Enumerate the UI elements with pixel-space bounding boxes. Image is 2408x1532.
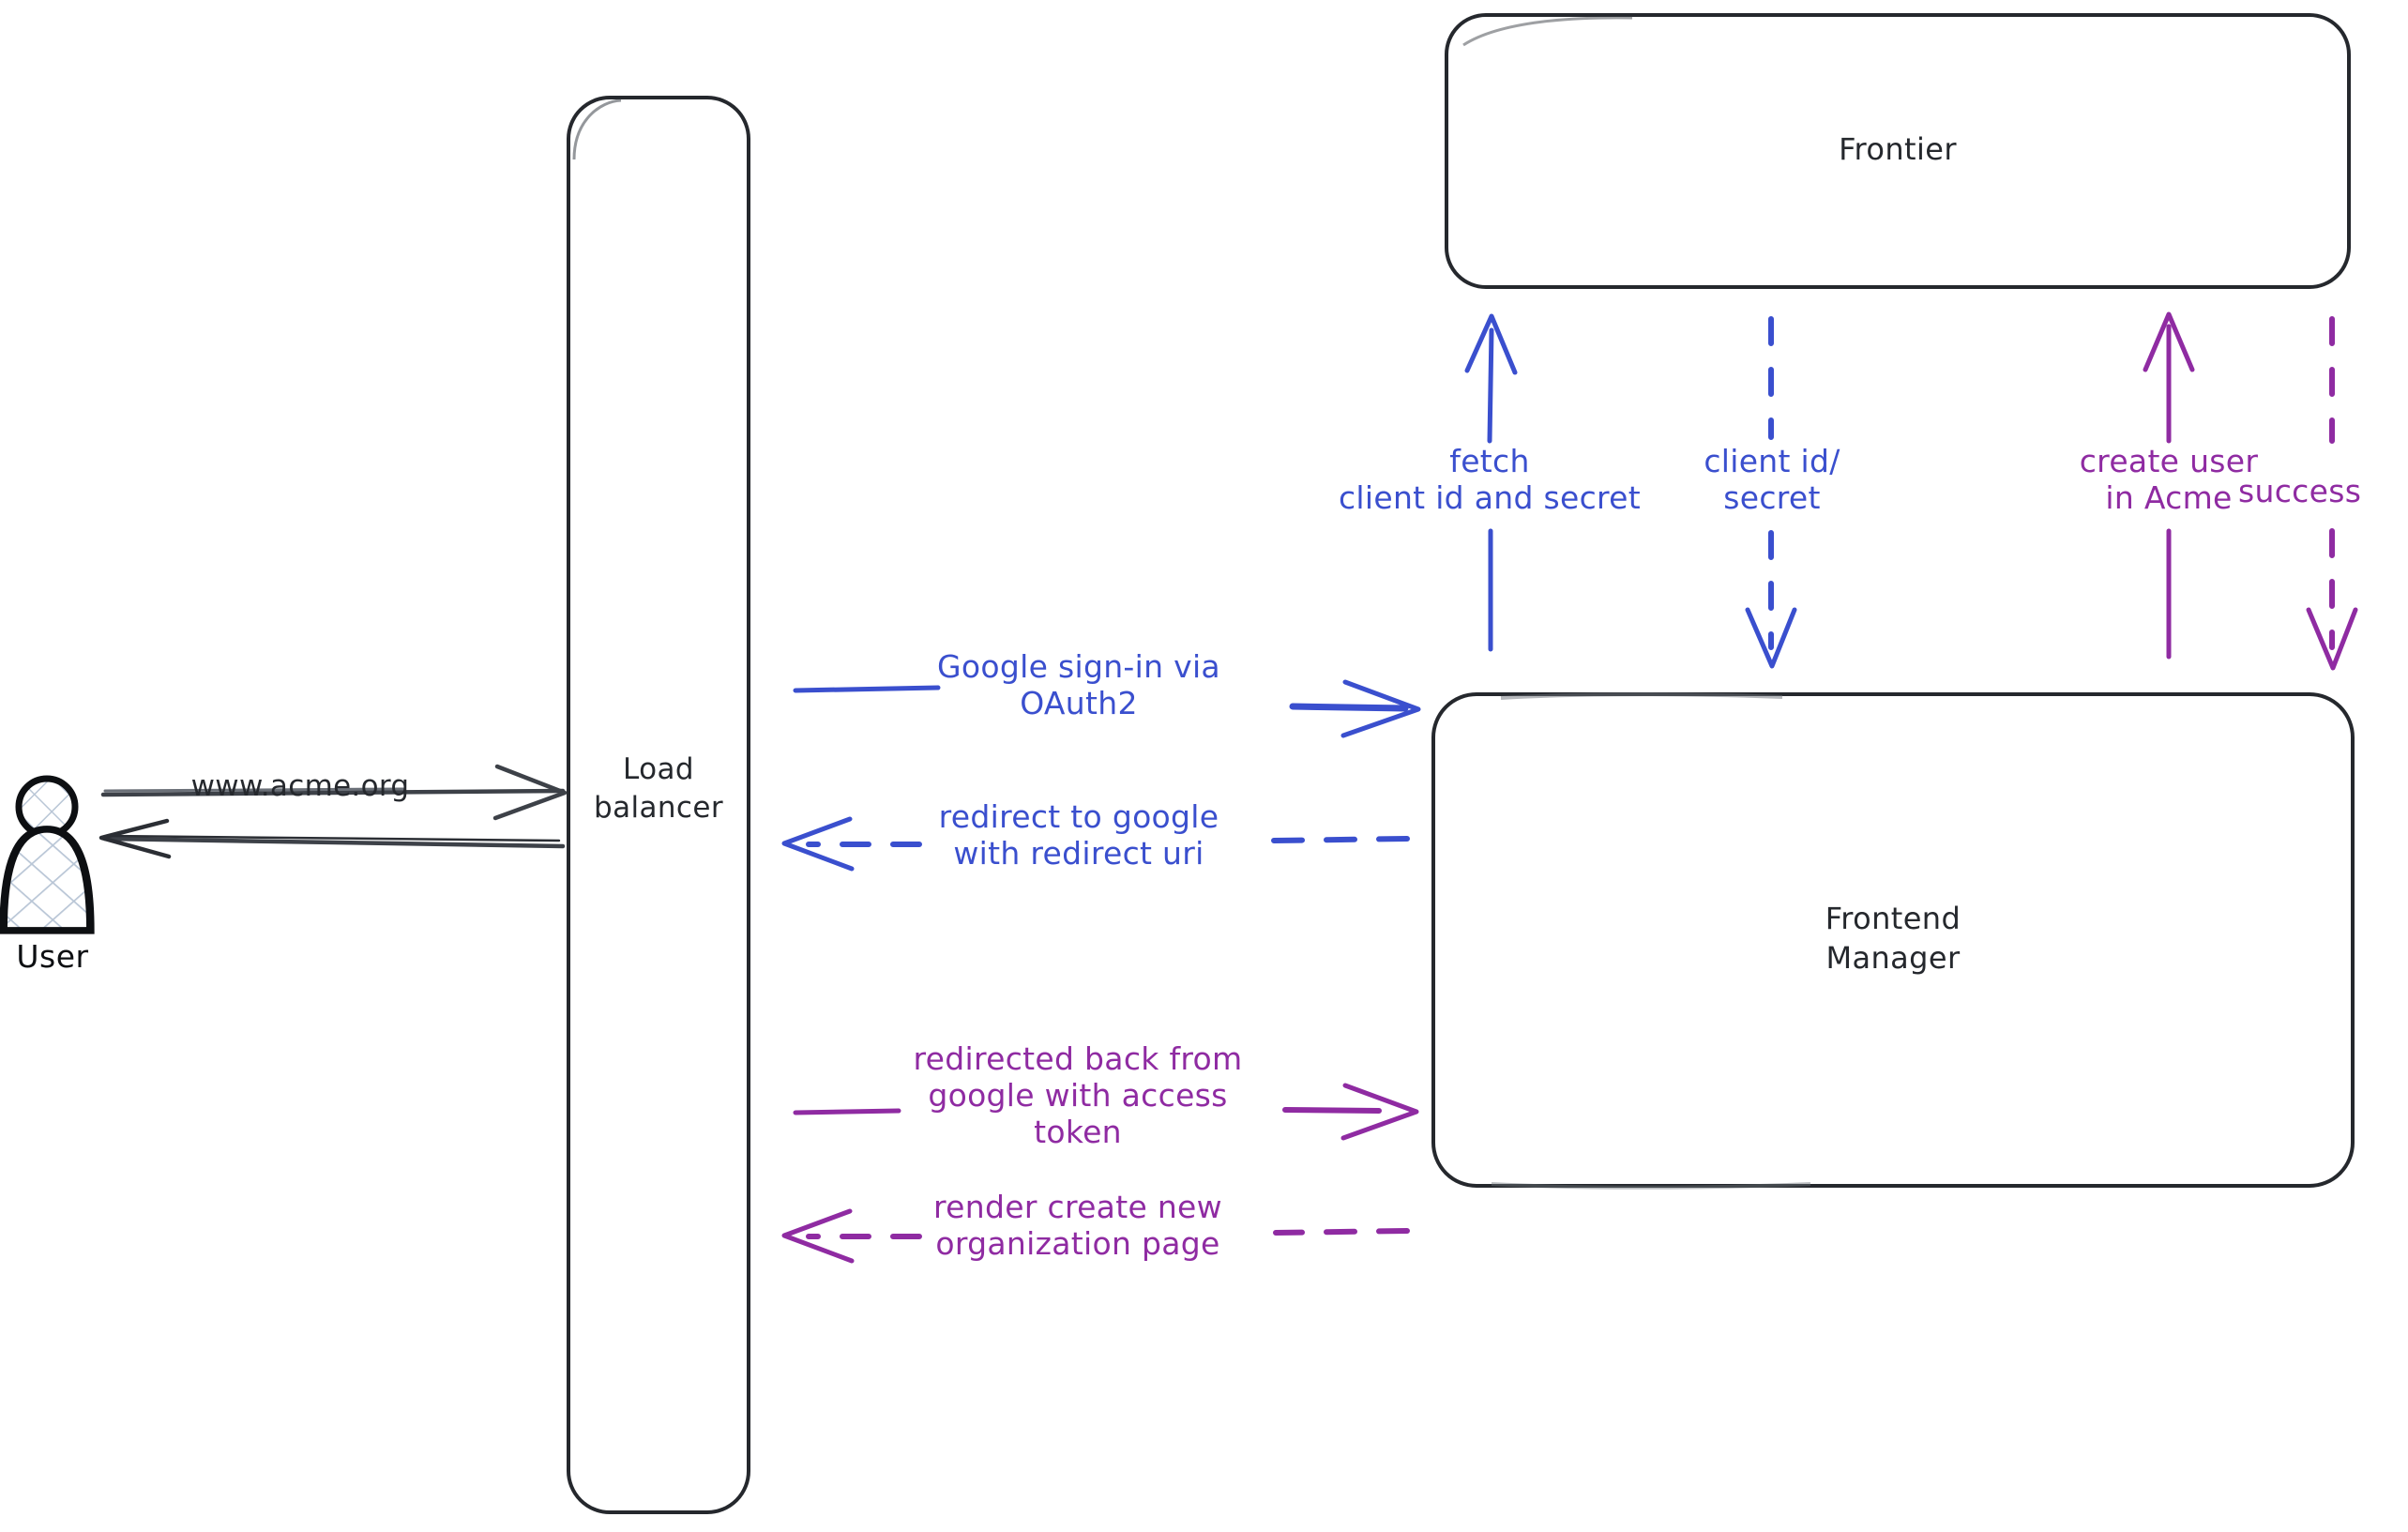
arrowhead-right-icon	[1340, 1083, 1419, 1141]
edge-redirected-back	[793, 1083, 1419, 1141]
edge-google-signin	[793, 679, 1421, 738]
arrowhead-left-icon	[98, 818, 172, 859]
node-label-load-balancer: Load balancer	[594, 752, 723, 825]
actor-label-user: User	[16, 938, 89, 975]
arrowhead-right-icon	[1340, 679, 1421, 738]
arrowhead-left-icon	[781, 816, 855, 872]
edge-create-user-in-acme	[2143, 311, 2195, 660]
frontier-node[interactable]	[1445, 13, 2351, 289]
edge-render-create-org	[781, 1208, 1410, 1264]
arrowhead-down-icon	[2306, 607, 2358, 671]
load-balancer-node[interactable]	[567, 96, 750, 1514]
edge-lb-to-user	[98, 818, 566, 859]
arrowhead-left-icon	[781, 1208, 855, 1264]
node-label-frontier: Frontier	[1839, 131, 1957, 167]
edge-label-user-to-lb: www.acme.org	[190, 769, 410, 803]
frontend-manager-node[interactable]	[1431, 692, 2355, 1190]
arrowhead-up-icon	[1464, 313, 1518, 375]
edge-redirect-to-google	[781, 816, 1410, 872]
edge-label-fetch-client-id-secret: fetch client id and secret	[1338, 443, 1642, 516]
edge-fetch-client-id-secret	[1464, 313, 1518, 652]
edge-client-id-secret	[1745, 316, 1797, 669]
arrowhead-down-icon	[1745, 607, 1797, 669]
edge-success	[2306, 316, 2358, 671]
arrowhead-up-icon	[2143, 311, 2195, 372]
edge-label-redirect-to-google: redirect to google with redirect uri	[938, 798, 1219, 872]
edge-label-redirected-back: redirected back from google with access …	[913, 1040, 1243, 1150]
edge-label-create-user-in-acme: create user in Acme	[2079, 443, 2259, 516]
edge-user-to-lb	[100, 764, 568, 821]
person-icon	[0, 775, 95, 934]
edge-label-success: success	[2238, 473, 2362, 509]
arrowhead-right-icon	[492, 764, 568, 821]
edge-label-render-create-org: render create new organization page	[933, 1189, 1222, 1262]
node-label-frontend-manager: Frontend Manager	[1825, 901, 1961, 977]
edge-label-client-id-secret: client id/ secret	[1704, 443, 1840, 516]
edge-label-google-signin: Google sign-in via OAuth2	[937, 648, 1220, 721]
